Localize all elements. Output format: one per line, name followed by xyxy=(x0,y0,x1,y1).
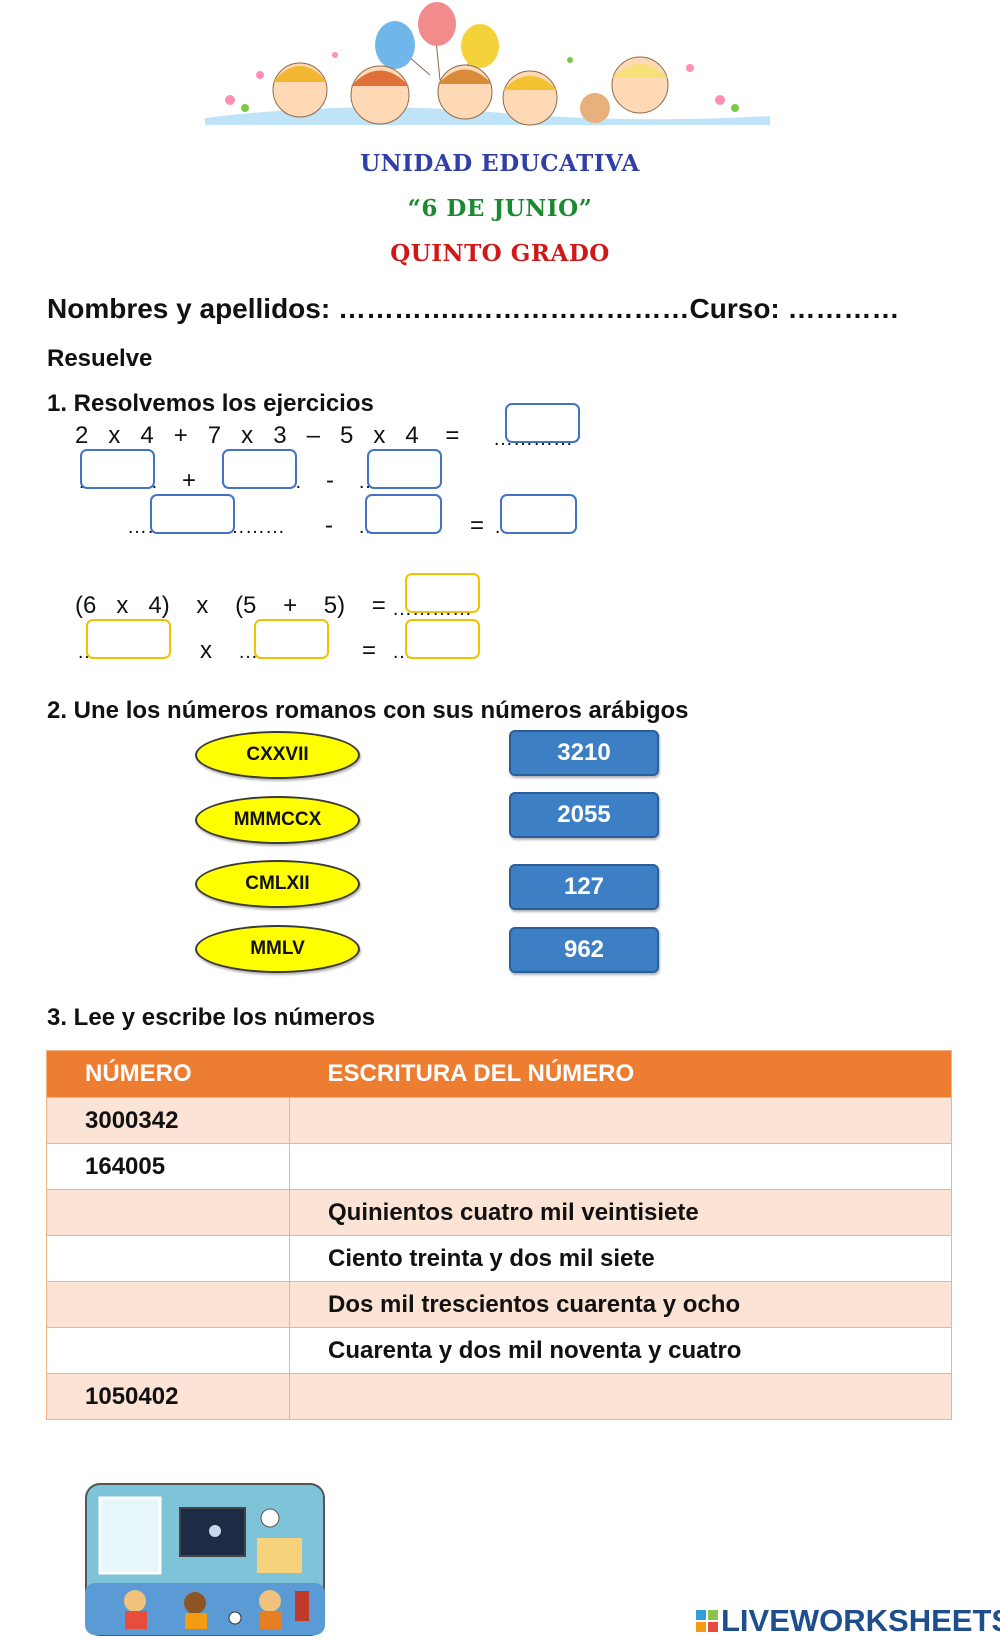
math-token: 3 xyxy=(273,422,287,449)
math-token: 4) xyxy=(148,592,170,619)
math-token: x xyxy=(116,592,129,619)
classroom-illustration xyxy=(85,1483,325,1636)
number-cell-input[interactable] xyxy=(46,1235,290,1282)
school-name: UNIDAD EDUCATIVA xyxy=(360,150,640,177)
answer-box-1a-final[interactable] xyxy=(500,494,577,534)
math-token: 5) xyxy=(323,592,346,619)
answer-box-1b-term1[interactable] xyxy=(86,619,171,659)
answer-box-1a-partial2[interactable] xyxy=(365,494,442,534)
math-token: (6 xyxy=(75,592,97,619)
school-subtitle: “6 DE JUNIO” xyxy=(407,195,593,222)
words-cell: Dos mil trescientos cuarenta y ocho xyxy=(289,1281,952,1328)
math-token: x xyxy=(108,422,121,449)
math-token: x xyxy=(373,422,386,449)
roman-numeral-option[interactable]: MMLV xyxy=(195,925,360,973)
answer-box-1a-term1[interactable] xyxy=(80,449,155,489)
operator: - xyxy=(325,512,333,539)
answer-box-1a-term3[interactable] xyxy=(367,449,442,489)
table-row: 164005 xyxy=(46,1143,952,1190)
math-token: 5 xyxy=(339,422,354,449)
answer-box-1a-term2[interactable] xyxy=(222,449,297,489)
brand-name: LIVEWORKSHEETS xyxy=(721,1603,1000,1638)
number-cell: 1050402 xyxy=(46,1373,290,1420)
children-banner-illustration xyxy=(205,2,770,126)
math-token: 4 xyxy=(405,422,419,449)
math-token: – xyxy=(306,422,320,449)
arabic-number-option[interactable]: 2055 xyxy=(509,792,659,838)
exercise1a-expression: 2 x 4 + 7 x 3 – 5 x 4 = xyxy=(75,422,459,450)
student-name-line: Nombres y apellidos: …………..……………………Curso… xyxy=(47,293,900,324)
answer-box-1b-result[interactable] xyxy=(405,573,480,613)
table-header-row: NÚMERO ESCRITURA DEL NÚMERO xyxy=(46,1050,952,1098)
math-token: + xyxy=(173,422,188,449)
exercise2-title: 2. Une los números romanos con sus númer… xyxy=(47,697,689,724)
table-row: 3000342 xyxy=(46,1097,952,1144)
words-cell-input[interactable] xyxy=(289,1373,952,1420)
number-cell: 3000342 xyxy=(46,1097,290,1144)
number-cell-input[interactable] xyxy=(46,1327,290,1374)
math-token: 2 xyxy=(75,422,89,449)
arabic-number-option[interactable]: 3210 xyxy=(509,730,659,776)
math-token: x xyxy=(241,422,254,449)
words-cell-input[interactable] xyxy=(289,1097,952,1144)
operator: = xyxy=(362,637,377,664)
math-token: x xyxy=(196,592,209,619)
math-token: 7 xyxy=(207,422,222,449)
number-cell-input[interactable] xyxy=(46,1189,290,1236)
math-token: 4 xyxy=(140,422,154,449)
liveworksheets-logo-icon xyxy=(696,1610,718,1632)
math-token: = xyxy=(445,422,460,449)
roman-numeral-option[interactable]: CMLXII xyxy=(195,860,360,908)
math-token: (5 xyxy=(235,592,257,619)
exercise3-title: 3. Lee y escribe los números xyxy=(47,1004,376,1031)
number-cell: 164005 xyxy=(46,1143,290,1190)
math-token: + xyxy=(283,592,298,619)
column-header-words: ESCRITURA DEL NÚMERO xyxy=(289,1050,952,1098)
operator: - xyxy=(326,467,334,494)
instruction-heading: Resuelve xyxy=(47,345,153,372)
numbers-table: NÚMERO ESCRITURA DEL NÚMERO 3000342 1640… xyxy=(46,1050,952,1420)
answer-box-1a-partial1[interactable] xyxy=(150,494,235,534)
answer-box-1b-term2[interactable] xyxy=(254,619,329,659)
answer-box-1a-result[interactable] xyxy=(505,403,580,443)
exercise1-title: 1. Resolvemos los ejercicios xyxy=(47,390,374,417)
answer-box-1b-final[interactable] xyxy=(405,619,480,659)
roman-numeral-option[interactable]: MMMCCX xyxy=(195,796,360,844)
number-cell-input[interactable] xyxy=(46,1281,290,1328)
liveworksheets-brand: LIVEWORKSHEETS xyxy=(696,1603,1000,1639)
column-header-number: NÚMERO xyxy=(46,1050,290,1098)
arabic-number-option[interactable]: 127 xyxy=(509,864,659,910)
operator: + xyxy=(182,467,197,494)
math-token: = xyxy=(371,592,386,619)
words-cell: Cuarenta y dos mil noventa y cuatro xyxy=(289,1327,952,1374)
operator: = xyxy=(470,512,485,539)
words-cell: Ciento treinta y dos mil siete xyxy=(289,1235,952,1282)
table-row: Ciento treinta y dos mil siete xyxy=(46,1235,952,1282)
words-cell-input[interactable] xyxy=(289,1143,952,1190)
roman-numeral-option[interactable]: CXXVII xyxy=(195,731,360,779)
words-cell: Quinientos cuatro mil veintisiete xyxy=(289,1189,952,1236)
arabic-number-option[interactable]: 962 xyxy=(509,927,659,973)
table-row: Dos mil trescientos cuarenta y ocho xyxy=(46,1281,952,1328)
operator: x xyxy=(200,637,212,664)
exercise1b-expression: (6 x 4) x (5 + 5) = xyxy=(75,592,386,620)
table-row: Quinientos cuatro mil veintisiete xyxy=(46,1189,952,1236)
table-row: Cuarenta y dos mil noventa y cuatro xyxy=(46,1327,952,1374)
table-row: 1050402 xyxy=(46,1373,952,1420)
grade-title: QUINTO GRADO xyxy=(390,240,610,267)
